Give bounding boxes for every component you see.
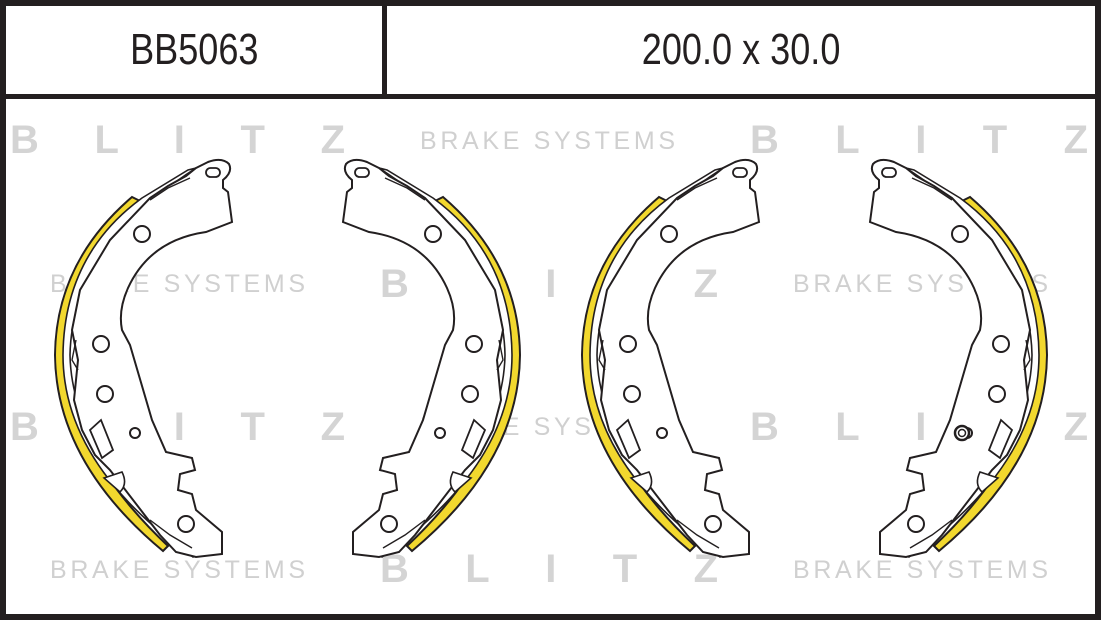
watermark-brand: B L I T Z: [10, 118, 345, 162]
brake-shoe-1: [54, 158, 233, 558]
brake-shoe-3: [581, 158, 760, 558]
dimensions: 200.0 x 30.0: [641, 25, 841, 74]
brake-shoe-2: [342, 158, 521, 558]
watermark-tagline: BRAKE SYSTEMS: [793, 556, 1048, 584]
watermark-tagline: BRAKE SYSTEMS: [50, 556, 305, 584]
brake-shoe-4: [869, 158, 1048, 558]
watermark-tagline: BRAKE SYSTEMS: [420, 127, 675, 155]
watermark-brand: B L I T Z: [380, 547, 718, 591]
adjuster-pin: [953, 424, 971, 442]
header: BB5063 200.0 x 30.0: [6, 6, 1095, 99]
watermark-brand: B L I T Z: [10, 405, 345, 449]
part-number: BB5063: [129, 25, 259, 74]
adjuster-pin-inner: [957, 428, 967, 438]
dimensions-cell: 200.0 x 30.0: [387, 6, 1095, 94]
part-number-cell: BB5063: [6, 6, 387, 94]
watermark-brand: B L I T Z: [750, 118, 1088, 162]
